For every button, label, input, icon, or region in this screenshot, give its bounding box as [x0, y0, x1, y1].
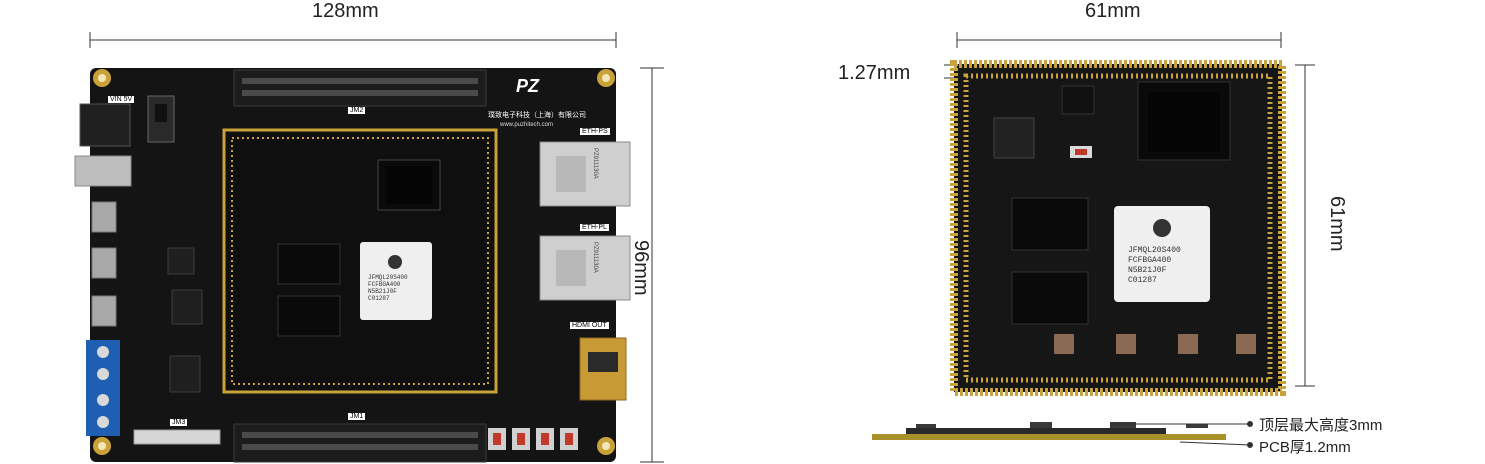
company-name: 璞致电子科技（上海）有限公司 [488, 112, 586, 119]
chip-line-4: C01287 [368, 295, 390, 302]
carrier-height-dimension [640, 67, 664, 463]
rj45-pl-text: PZ911130A [592, 242, 598, 273]
terminal-blocks [86, 340, 120, 436]
eth-pl-label: ETH-PL [580, 224, 609, 231]
rj45-jacks [539, 141, 631, 301]
carrier-fpga-marking: JFMQL20S400 FCFBGA400 N5B21J0F C01287 [368, 274, 408, 302]
rj45-ps-text: PZ911130A [592, 148, 598, 179]
brand-logo: PZ [516, 76, 540, 96]
chip-line-2: FCFBGA400 [368, 281, 401, 288]
carrier-width-label: 128mm [312, 0, 379, 22]
chip-line-1: JFMQL20S400 [368, 274, 408, 281]
pcb-thickness-note: PCB厚1.2mm [1259, 439, 1351, 456]
chip-line-3: N5B21J0F [368, 288, 397, 295]
carrier-width-dimension [89, 32, 617, 48]
mounted-som [222, 128, 498, 394]
jm2-label: JM2 [348, 107, 366, 114]
som-chip-line-2: FCFBGA400 [1128, 256, 1172, 265]
som-chip-line-1: JFMQL20S400 [1128, 246, 1181, 255]
jm1-label: JM1 [348, 413, 366, 420]
som-height-label: 61mm [1326, 196, 1348, 252]
carrier-height-label: 96mm [630, 240, 652, 296]
push-buttons [488, 428, 578, 450]
som-fpga-marking: JFMQL20S400 FCFBGA400 N5B21J0F C01287 [1128, 246, 1181, 286]
som-height-dimension [1295, 64, 1315, 387]
som-width-label: 61mm [1085, 0, 1141, 22]
carrier-board [74, 68, 631, 463]
hdmi-out-label: HDMI OUT [570, 322, 609, 329]
top-height-note: 顶层最大高度3mm [1259, 417, 1383, 434]
som-width-dimension [956, 32, 1282, 48]
som-chip-line-3: N5B21J0F [1128, 266, 1167, 275]
som-board [950, 60, 1286, 396]
som-chip-line-4: C01287 [1128, 276, 1157, 285]
som-pitch-label: 1.27mm [838, 62, 911, 84]
eth-ps-label: ETH-PS [580, 128, 610, 135]
vin-label: VIN 5V [108, 96, 135, 103]
jm3-label: JM3 [170, 419, 188, 426]
company-website: www.puzhitech.com [500, 122, 554, 128]
pcb-side-view [872, 421, 1253, 448]
